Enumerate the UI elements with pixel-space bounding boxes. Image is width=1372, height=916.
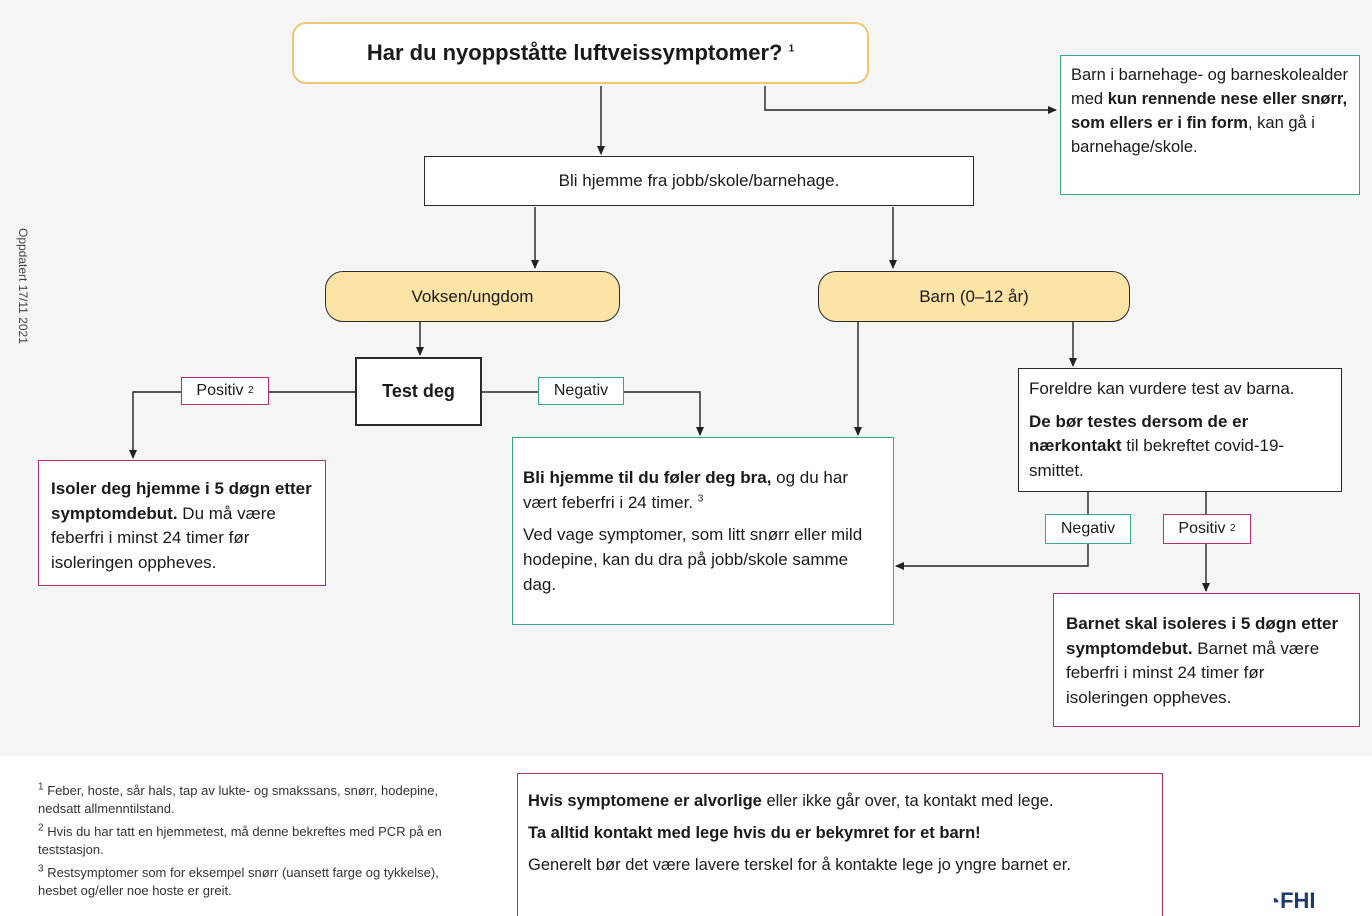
positive-tag-adult: Positiv 2 — [181, 377, 269, 405]
fhi-logo: ◔FHI — [1268, 888, 1316, 913]
negative-tag-adult: Negativ — [538, 377, 624, 405]
footnote-2: 2 Hvis du har tatt en hjemmetest, må den… — [38, 822, 442, 857]
isolate-child-box: Barnet skal isoleres i 5 døgn etter symp… — [1053, 593, 1360, 727]
footnote-ref-3: 3 — [697, 492, 704, 504]
footnote-1: 1 Feber, hoste, sår hals, tap av lukte- … — [38, 781, 439, 816]
stay-until-well-box: Bli hjemme til du føler deg bra, og du h… — [512, 437, 894, 625]
arrow-question-to-kids-note — [764, 86, 1057, 114]
logo-mark-icon: ◔ — [1268, 891, 1281, 913]
test-yourself-box: Test deg — [355, 357, 482, 426]
question-box: Har du nyoppståtte luftveissymptomer? 1 — [292, 22, 869, 84]
stay-home-box: Bli hjemme fra jobb/skole/barnehage. — [424, 156, 974, 206]
doctor-advice-box: Hvis symptomene er alvorlige eller ikke … — [517, 773, 1163, 916]
positive-tag-child: Positiv 2 — [1163, 514, 1251, 544]
adult-pill: Voksen/ungdom — [325, 271, 620, 322]
child-pill: Barn (0–12 år) — [818, 271, 1130, 322]
question-text: Har du nyoppståtte luftveissymptomer? — [366, 40, 783, 66]
footnotes: 1 Feber, hoste, sår hals, tap av lukte- … — [38, 782, 478, 899]
footnote-3: 3 Restsymptomer som for eksempel snørr (… — [38, 863, 439, 898]
isolate-adult-box: Isoler deg hjemme i 5 døgn etter symptom… — [38, 460, 326, 586]
negative-tag-child: Negativ — [1045, 514, 1131, 544]
arrow-test-to-isolate — [129, 391, 355, 459]
kids-note-box: Barn i barnehage- og barneskolealder med… — [1060, 55, 1360, 195]
parents-test-box: Foreldre kan vurdere test av barna. De b… — [1018, 368, 1342, 492]
footnote-ref-1: 1 — [788, 43, 795, 55]
